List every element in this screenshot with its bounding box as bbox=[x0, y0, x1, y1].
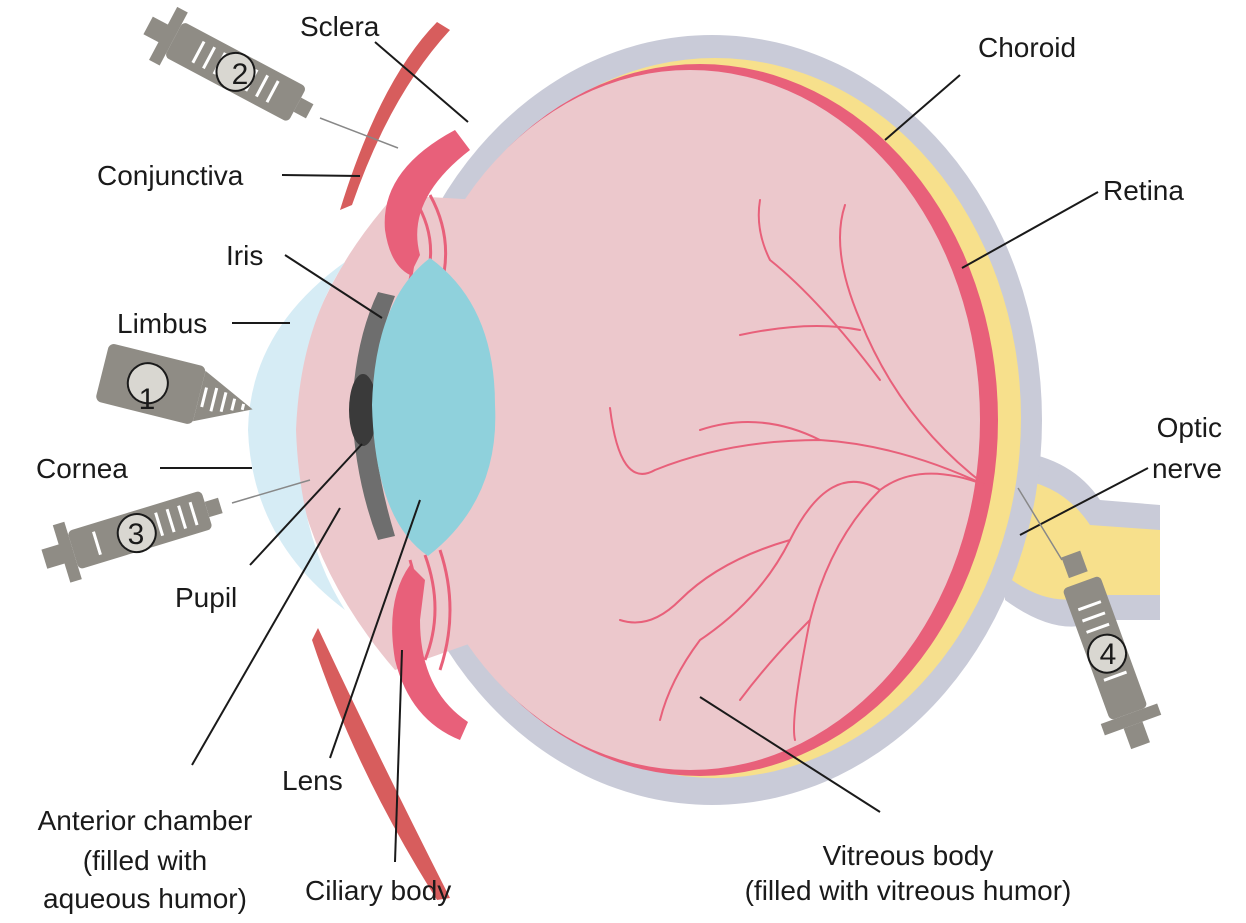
label-retina: Retina bbox=[1103, 175, 1184, 206]
label-optic-line1: Optic bbox=[1157, 412, 1222, 443]
label-lens: Lens bbox=[282, 765, 343, 796]
marker-2: 2 bbox=[232, 58, 249, 91]
label-iris: Iris bbox=[226, 240, 263, 271]
label-choroid: Choroid bbox=[978, 32, 1076, 63]
label-vitreous-line1: Vitreous body bbox=[823, 840, 994, 871]
marker-3: 3 bbox=[128, 518, 145, 551]
label-anterior-line2: (filled with bbox=[83, 845, 207, 876]
label-sclera: Sclera bbox=[300, 11, 380, 42]
marker-1: 1 bbox=[139, 383, 156, 416]
label-limbus: Limbus bbox=[117, 308, 207, 339]
syringe-icon-2 bbox=[134, 0, 324, 138]
label-ciliary-body: Ciliary body bbox=[305, 875, 451, 906]
label-pupil: Pupil bbox=[175, 582, 237, 613]
label-anterior-line1: Anterior chamber bbox=[38, 805, 253, 836]
label-optic-line2: nerve bbox=[1152, 453, 1222, 484]
label-cornea: Cornea bbox=[36, 453, 128, 484]
marker-4: 4 bbox=[1100, 638, 1117, 671]
conjunctiva-lower bbox=[312, 628, 450, 900]
label-anterior-line3: aqueous humor) bbox=[43, 883, 247, 914]
label-vitreous-line2: (filled with vitreous humor) bbox=[745, 875, 1072, 906]
topical-drop-icon bbox=[95, 343, 260, 439]
label-conjunctiva: Conjunctiva bbox=[97, 160, 244, 191]
